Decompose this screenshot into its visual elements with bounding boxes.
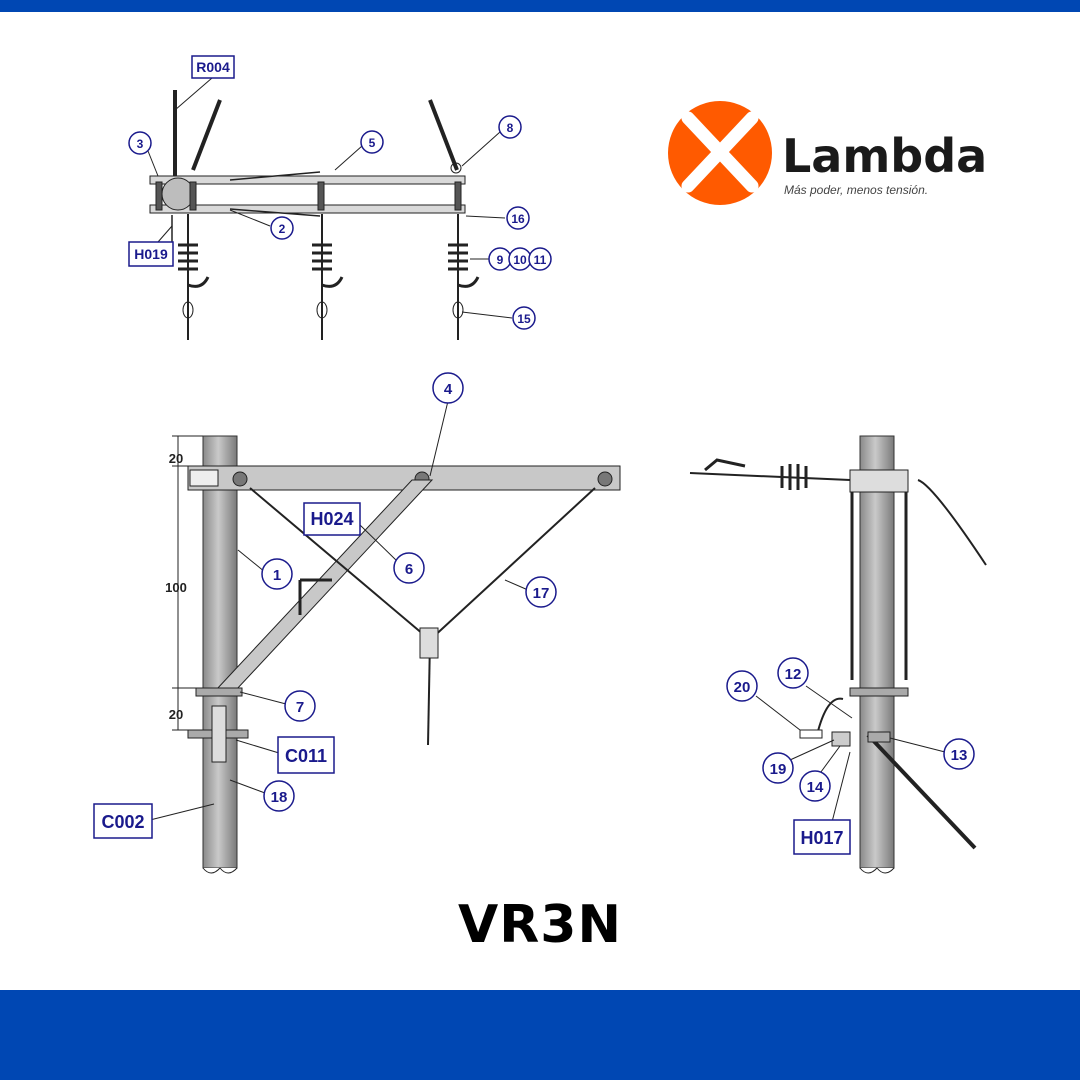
callout-18: 18 — [271, 789, 288, 806]
callout-7: 7 — [296, 699, 304, 716]
callout-9: 9 — [497, 253, 504, 267]
callout-5: 5 — [369, 136, 376, 150]
label-r004: R004 — [196, 59, 230, 75]
logo-tagline: Más poder, menos tensión. — [784, 183, 928, 197]
callout-2: 2 — [279, 222, 286, 236]
top-view-labels: R004 H019 3 5 8 2 16 9 10 11 15 — [128, 55, 552, 330]
front-view-drawing — [149, 400, 621, 874]
dimension-20-bottom: 20 — [169, 707, 183, 722]
bottom-bar — [0, 990, 1080, 1080]
dimension-20-top: 20 — [169, 451, 183, 466]
label-h017: H017 — [800, 828, 843, 848]
model-title: VR3N — [458, 895, 622, 955]
label-h019: H019 — [134, 246, 168, 262]
top-view-drawing — [145, 77, 513, 340]
callout-8: 8 — [507, 121, 514, 135]
callout-19: 19 — [770, 761, 787, 778]
callout-10: 10 — [513, 253, 527, 267]
side-view-labels: H017 12 20 13 19 14 — [726, 657, 975, 855]
callout-20: 20 — [734, 679, 751, 696]
callout-6: 6 — [405, 561, 413, 578]
callout-15: 15 — [517, 312, 531, 326]
callout-11: 11 — [534, 253, 547, 267]
side-view-drawing — [689, 435, 987, 874]
label-h024: H024 — [310, 509, 353, 529]
callout-16: 16 — [511, 212, 525, 226]
callout-4: 4 — [444, 381, 453, 398]
top-bar — [0, 0, 1080, 12]
dimension-100: 100 — [165, 580, 187, 595]
callout-14: 14 — [807, 779, 824, 796]
callout-3: 3 — [137, 137, 144, 151]
logo-name: Lambda — [782, 129, 987, 183]
lambda-logo: Lambda Más poder, menos tensión. — [668, 101, 987, 205]
label-c002: C002 — [101, 812, 144, 832]
callout-17: 17 — [533, 585, 550, 602]
callout-13: 13 — [951, 747, 968, 764]
label-c011: C011 — [285, 746, 327, 766]
callout-12: 12 — [785, 666, 802, 683]
front-view-labels: 20 100 20 H024 C011 C002 4 1 6 17 7 18 — [93, 372, 557, 839]
callout-1: 1 — [273, 567, 281, 584]
